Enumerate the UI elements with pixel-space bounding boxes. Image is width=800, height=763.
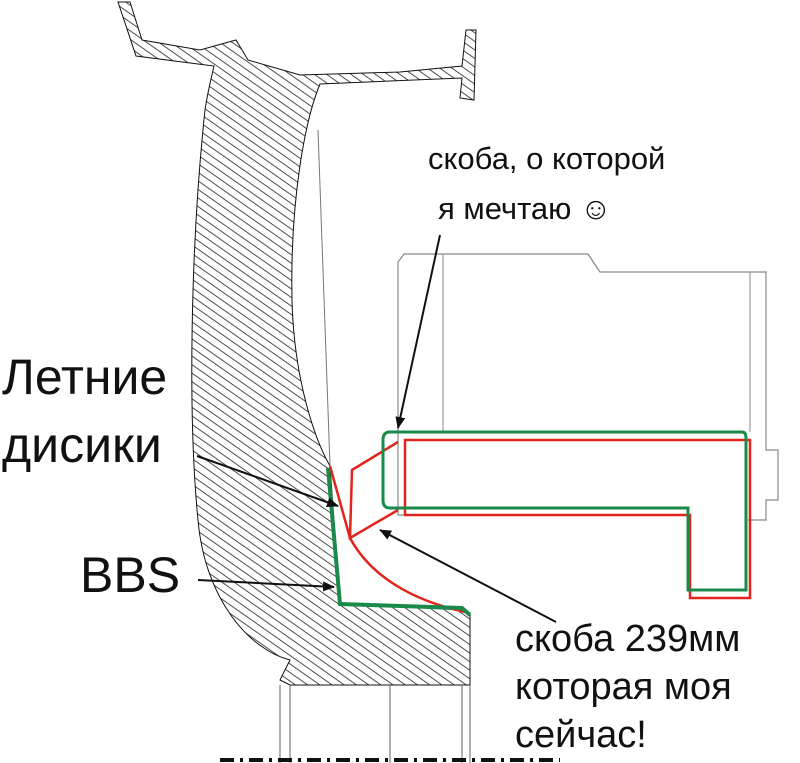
dream-caliper-green: [381, 430, 748, 592]
label-bbs: BBS: [80, 547, 181, 603]
bbs-wheel-green-profile: [326, 467, 472, 617]
label-summer-wheels-line1: Летние: [2, 349, 168, 405]
wheel-section-hatched: [117, 1, 477, 686]
hub-lines: [279, 685, 471, 763]
label-current-caliper-line3: сейчас!: [515, 714, 647, 756]
caliper-body-outline: [397, 253, 779, 521]
label-summer-wheels-line2: дисики: [2, 417, 162, 473]
arrow-bbs: [197, 579, 335, 592]
label-current-caliper-line1: скоба 239мм: [515, 618, 741, 660]
current-caliper-red: [403, 438, 752, 600]
label-current-caliper-line2: которая моя: [515, 666, 732, 708]
current-caliper-red-arm: [348, 440, 399, 541]
label-dream-caliper-line2: я мечтаю ☺: [438, 191, 612, 226]
arrow-current-caliper: [379, 529, 557, 623]
arrow-summer-wheels: [196, 455, 339, 508]
label-dream-caliper-line1: скоба, о которой: [428, 141, 666, 176]
arrow-dream-caliper: [395, 234, 441, 429]
wheel-inner-line: [317, 129, 331, 467]
